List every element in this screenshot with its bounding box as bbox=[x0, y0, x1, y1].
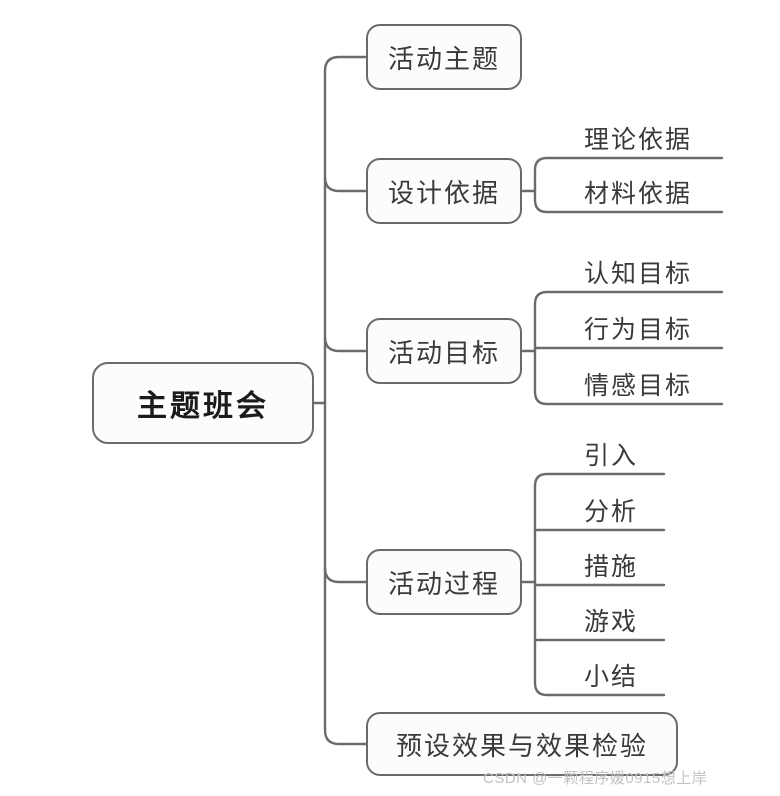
leaf-node-2-2[interactable]: 材料依据 bbox=[556, 172, 720, 212]
leaf-node-2-1[interactable]: 理论依据 bbox=[556, 118, 720, 158]
leaf-node-4-2-label: 分析 bbox=[583, 498, 638, 526]
branch-node-3[interactable]: 活动目标 bbox=[366, 318, 522, 384]
leaf-node-2-1-label: 理论依据 bbox=[583, 126, 692, 154]
root-node-main-topic-label: 主题班会 bbox=[137, 390, 269, 423]
leaf-node-3-3[interactable]: 情感目标 bbox=[556, 362, 720, 404]
leaf-node-3-1[interactable]: 认知目标 bbox=[556, 250, 720, 292]
branch-node-2-label: 设计依据 bbox=[387, 177, 500, 208]
leaf-node-2-2-label: 材料依据 bbox=[583, 180, 692, 208]
leaf-node-4-4-label: 游戏 bbox=[583, 608, 638, 636]
root-node-main-topic[interactable]: 主题班会 bbox=[92, 362, 314, 444]
leaf-node-4-5-label: 小结 bbox=[583, 663, 638, 691]
branch-node-4[interactable]: 活动过程 bbox=[366, 549, 522, 615]
leaf-node-4-3[interactable]: 措施 bbox=[556, 543, 666, 585]
branch-node-4-label: 活动过程 bbox=[387, 568, 500, 599]
leaf-node-3-3-label: 情感目标 bbox=[583, 372, 692, 400]
main-trunk bbox=[323, 55, 368, 746]
branch-connector-4 bbox=[323, 566, 368, 584]
branch-node-5[interactable]: 预设效果与效果检验 bbox=[366, 712, 678, 776]
csdn-watermark: CSDN @一颗程序媛0915想上岸 bbox=[483, 770, 708, 787]
leaf-node-4-4[interactable]: 游戏 bbox=[556, 598, 666, 640]
leaf-node-4-3-label: 措施 bbox=[583, 553, 638, 581]
leaf-node-4-5[interactable]: 小结 bbox=[556, 653, 666, 695]
leaf-node-4-1-label: 引入 bbox=[583, 442, 638, 470]
branch-connector-2 bbox=[323, 175, 368, 193]
leaf-node-3-2[interactable]: 行为目标 bbox=[556, 306, 720, 348]
branch-node-5-label: 预设效果与效果检验 bbox=[395, 730, 648, 761]
leaf-node-4-2[interactable]: 分析 bbox=[556, 488, 666, 530]
branch-node-3-label: 活动目标 bbox=[387, 337, 500, 368]
leaf-node-3-2-label: 行为目标 bbox=[583, 316, 692, 344]
leaf-node-4-1[interactable]: 引入 bbox=[556, 432, 666, 474]
branch-connector-3 bbox=[323, 335, 368, 353]
branch-node-1-label: 活动主题 bbox=[387, 43, 500, 74]
branch-node-1[interactable]: 活动主题 bbox=[366, 24, 522, 90]
leaf-node-3-1-label: 认知目标 bbox=[583, 260, 692, 288]
branch-node-2[interactable]: 设计依据 bbox=[366, 158, 522, 224]
